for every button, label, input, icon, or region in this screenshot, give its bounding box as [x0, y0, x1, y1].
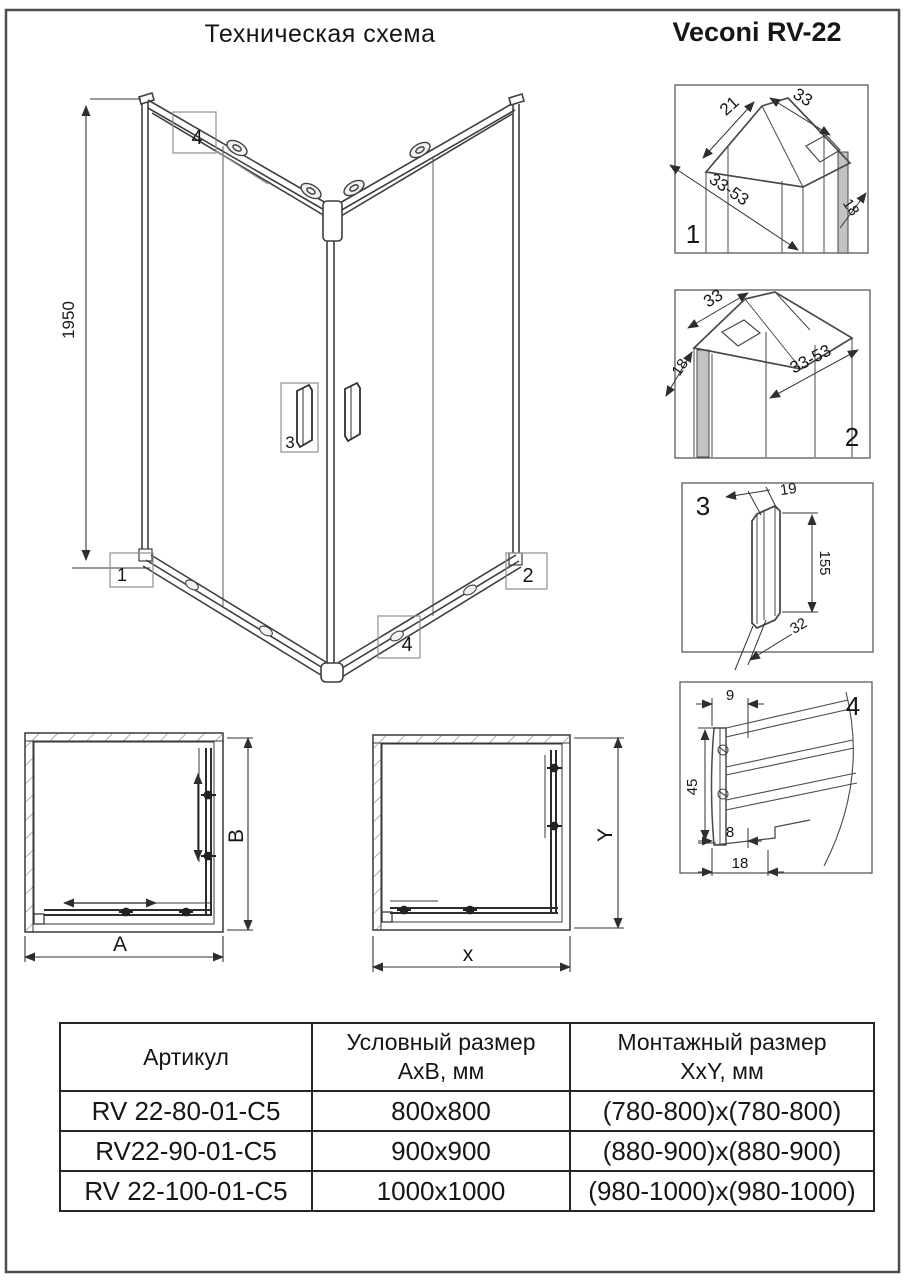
callout-1: 1 [117, 565, 127, 585]
detail-3-dim-155: 155 [816, 550, 833, 575]
page-border [4, 8, 901, 1274]
detail-2-dim-18: 18 [669, 356, 692, 379]
callout-box-1 [109, 552, 154, 588]
height-dimension-label: 1950 [59, 301, 78, 339]
table-row: RV 22-100-01-C5 1000x1000 (980-1000)x(98… [59, 1170, 875, 1212]
callout-2: 2 [522, 565, 533, 587]
plan-right [372, 734, 624, 972]
detail-1-dim-33: 33 [790, 84, 816, 110]
detail-3-number: 3 [696, 491, 710, 521]
product-name: Veconi RV-22 [672, 17, 842, 47]
article-cell: RV22-90-01-C5 [59, 1130, 313, 1172]
mounting-size-cell: (980-1000)x(980-1000) [569, 1170, 875, 1212]
detail-3-dim-19: 19 [779, 480, 798, 499]
callout-box-4-bottom [377, 615, 421, 659]
detail-4-dim-8: 8 [726, 824, 734, 841]
main-drawing [72, 91, 548, 683]
callout-box-3 [280, 382, 319, 453]
door-handles [296, 381, 361, 449]
detail-2 [665, 289, 871, 459]
callout-box-4-top [172, 111, 217, 154]
article-cell: RV 22-100-01-C5 [59, 1170, 313, 1212]
plan-left-depth-label: B [225, 829, 248, 843]
callout-4-bottom: 4 [401, 634, 412, 656]
detail-1-dim-18: 18 [839, 196, 862, 219]
page-title: Техническая схема [204, 20, 436, 48]
detail-1 [669, 84, 869, 254]
spec-header-article: Артикул [59, 1022, 313, 1092]
detail-3-dim-32: 32 [787, 615, 810, 638]
spec-table: Артикул Условный размер АхВ, мм Монтажны… [59, 1022, 875, 1212]
callout-4-top: 4 [191, 127, 202, 149]
callout-3: 3 [285, 433, 294, 452]
detail-4-dim-9: 9 [726, 687, 734, 704]
detail-3 [681, 482, 874, 671]
spec-header-nominal: Условный размер АхВ, мм [311, 1022, 571, 1092]
plan-left [24, 732, 253, 962]
article-cell: RV 22-80-01-C5 [59, 1090, 313, 1132]
mounting-size-cell: (880-900)x(880-900) [569, 1130, 875, 1172]
plan-right-depth-label: Y [594, 828, 617, 842]
plan-left-width-label: A [113, 933, 127, 956]
callout-box-2 [505, 552, 548, 590]
detail-4-number: 4 [846, 691, 860, 721]
nominal-size-cell: 900x900 [311, 1130, 571, 1172]
spec-header-mounting: Монтажный размер XxY, мм [569, 1022, 875, 1092]
detail-1-dim-21: 21 [716, 93, 743, 120]
detail-2-number: 2 [845, 422, 859, 452]
detail-2-dim-33-53: 33-53 [787, 341, 834, 378]
detail-2-dim-33: 33 [700, 285, 726, 311]
detail-4-dim-45: 45 [684, 779, 701, 796]
table-row: RV 22-80-01-C5 800x800 (780-800)x(780-80… [59, 1090, 875, 1132]
mounting-size-cell: (780-800)x(780-800) [569, 1090, 875, 1132]
nominal-size-cell: 1000x1000 [311, 1170, 571, 1212]
table-row: RV22-90-01-C5 900x900 (880-900)x(880-900… [59, 1130, 875, 1172]
height-dimension [72, 98, 150, 569]
plan-right-width-label: x [463, 943, 474, 966]
nominal-size-cell: 800x800 [311, 1090, 571, 1132]
detail-1-number: 1 [686, 219, 700, 249]
detail-4-dim-18: 18 [732, 855, 749, 872]
detail-4 [679, 681, 873, 877]
